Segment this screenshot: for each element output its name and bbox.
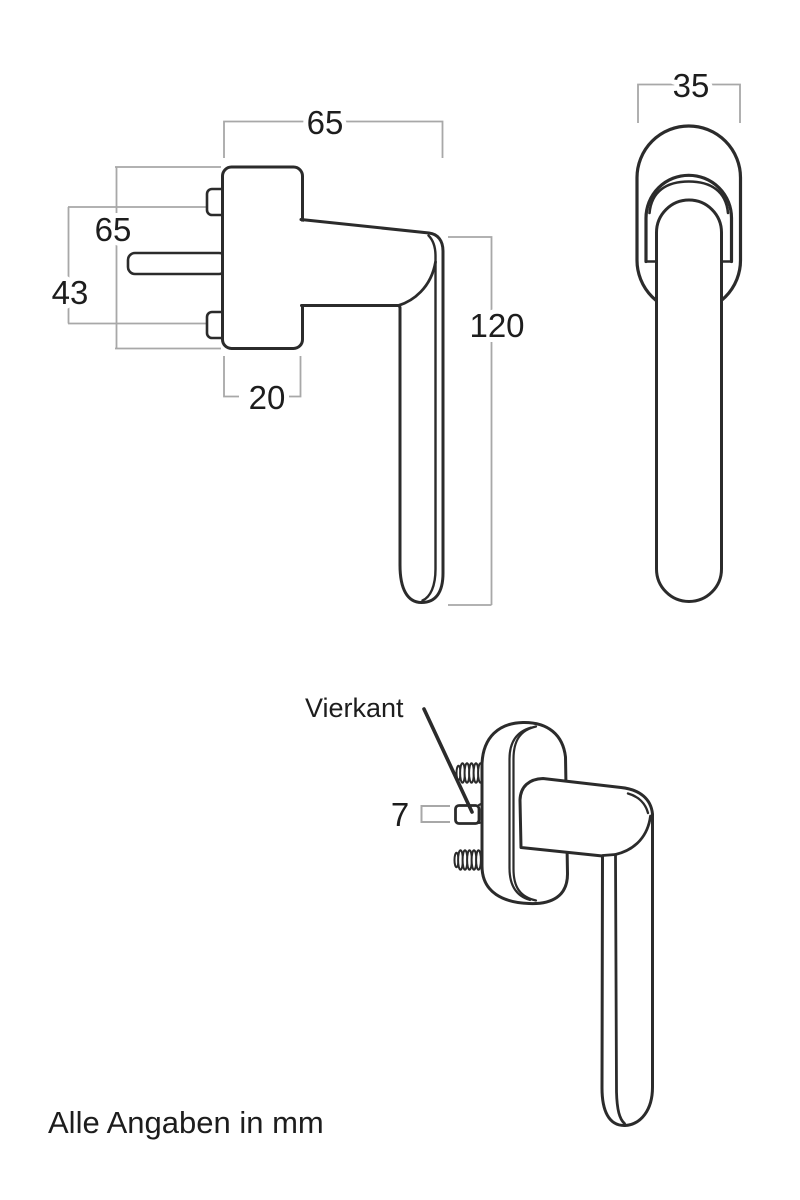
dim-line-screw-spacing [67,206,209,325]
front-view-dimension-lines [637,83,741,123]
dim-line-rosette-width [637,83,741,123]
dim-line-plate-height [115,166,221,350]
spindle-end-face [454,804,481,825]
dim-line-plate-width [223,356,302,398]
units-note: Alle Angaben in mm [48,1105,324,1140]
bend-silhouette-perspective [614,814,652,856]
handle-edge-highlight [421,234,437,602]
grip-front-fill [656,260,722,602]
plate-outline [221,165,304,350]
side-view: 65 65 43 20 120 [47,99,530,606]
screw-bottom [453,849,482,871]
dim-line-overall-width [223,120,444,158]
dim-label-handle-length: 120 [469,307,524,344]
rosette-face-edge-1 [512,725,538,902]
dim-line-handle-length [448,236,493,606]
vierkant-label: Vierkant [305,693,404,723]
front-view-geometry [635,124,743,603]
perspective-view: Vierkant 7 [300,688,654,1128]
screw-top [455,762,484,784]
dim-label-plate-height: 65 [95,211,132,248]
handle-body-fill [296,221,443,603]
arch-outer-outline [644,173,734,264]
dim-label-screw-spacing: 43 [52,274,89,311]
rosette-face-edge-2 [508,726,533,902]
handle-outline [299,218,445,604]
dim-label-rosette-width: 35 [673,67,710,104]
spindle-shaft [126,251,228,276]
handle-perspective-outline [518,777,654,1128]
handle-perspective [518,777,654,1128]
dim-line-square-size [420,805,450,823]
grip-front-outline [655,198,723,603]
side-view-geometry [126,165,445,604]
front-view: 35 [635,62,743,603]
bend-silhouette-line [397,260,437,307]
grip-front-edge-line [601,853,626,1125]
arch-edge-highlight [648,180,730,215]
dim-label-overall-width: 65 [307,104,344,141]
side-view-dimension-lines [67,120,493,606]
screw-thread [475,849,482,871]
dim-label-plate-width: 20 [249,379,286,416]
vierkant-leader-line [422,707,474,814]
bend-inner-corner-line [626,792,650,815]
dim-label-square-size: 7 [391,796,409,833]
